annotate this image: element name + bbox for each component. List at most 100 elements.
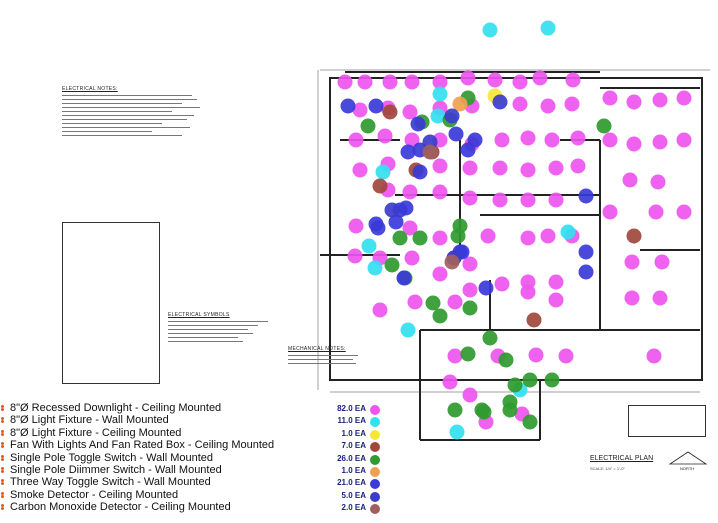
plan-marker[interactable] (348, 132, 364, 148)
plan-marker[interactable] (375, 164, 391, 180)
plan-marker[interactable] (412, 230, 428, 246)
plan-marker[interactable] (452, 96, 468, 112)
plan-marker[interactable] (626, 136, 642, 152)
plan-marker[interactable] (544, 132, 560, 148)
legend-row[interactable]: Single Pole Toggle Switch - Wall Mounted… (0, 452, 386, 466)
plan-marker[interactable] (602, 204, 618, 220)
plan-marker[interactable] (425, 295, 441, 311)
plan-marker[interactable] (570, 130, 586, 146)
plan-marker[interactable] (462, 300, 478, 316)
plan-marker[interactable] (564, 96, 580, 112)
plan-marker[interactable] (447, 294, 463, 310)
plan-marker[interactable] (447, 348, 463, 364)
plan-marker[interactable] (526, 312, 542, 328)
plan-marker[interactable] (404, 132, 420, 148)
plan-marker[interactable] (602, 132, 618, 148)
plan-marker[interactable] (540, 98, 556, 114)
plan-marker[interactable] (520, 230, 536, 246)
plan-marker[interactable] (348, 218, 364, 234)
plan-marker[interactable] (494, 276, 510, 292)
plan-marker[interactable] (624, 290, 640, 306)
plan-marker[interactable] (384, 202, 400, 218)
plan-marker[interactable] (432, 158, 448, 174)
plan-marker[interactable] (432, 308, 448, 324)
plan-marker[interactable] (444, 108, 460, 124)
plan-marker[interactable] (402, 184, 418, 200)
plan-marker[interactable] (522, 414, 538, 430)
plan-marker[interactable] (449, 424, 465, 440)
plan-marker[interactable] (368, 98, 384, 114)
plan-marker[interactable] (602, 90, 618, 106)
plan-marker[interactable] (444, 254, 460, 270)
plan-marker[interactable] (442, 374, 458, 390)
plan-marker[interactable] (507, 377, 523, 393)
plan-marker[interactable] (626, 94, 642, 110)
plan-marker[interactable] (347, 248, 363, 264)
plan-marker[interactable] (492, 192, 508, 208)
plan-marker[interactable] (370, 220, 386, 236)
plan-marker[interactable] (487, 72, 503, 88)
plan-marker[interactable] (520, 192, 536, 208)
plan-marker[interactable] (372, 178, 388, 194)
plan-marker[interactable] (522, 372, 538, 388)
plan-marker[interactable] (404, 74, 420, 90)
plan-marker[interactable] (460, 142, 476, 158)
plan-marker[interactable] (624, 254, 640, 270)
plan-marker[interactable] (482, 330, 498, 346)
plan-marker[interactable] (422, 144, 438, 160)
plan-marker[interactable] (652, 92, 668, 108)
plan-marker[interactable] (337, 74, 353, 90)
plan-marker[interactable] (361, 238, 377, 254)
plan-marker[interactable] (402, 220, 418, 236)
legend-row[interactable]: Single Pole Diimmer Switch - Wall Mounte… (0, 464, 386, 478)
plan-marker[interactable] (478, 280, 494, 296)
plan-marker[interactable] (460, 346, 476, 362)
plan-marker[interactable] (548, 292, 564, 308)
plan-marker[interactable] (540, 228, 556, 244)
plan-marker[interactable] (448, 126, 464, 142)
plan-marker[interactable] (548, 192, 564, 208)
plan-marker[interactable] (565, 72, 581, 88)
plan-marker[interactable] (396, 270, 412, 286)
legend-row[interactable]: Carbon Monoxide Detector - Ceiling Mount… (0, 501, 386, 515)
plan-marker[interactable] (352, 102, 368, 118)
plan-marker[interactable] (512, 96, 528, 112)
plan-marker[interactable] (578, 188, 594, 204)
plan-marker[interactable] (382, 74, 398, 90)
plan-marker[interactable] (502, 394, 518, 410)
plan-marker[interactable] (462, 282, 478, 298)
plan-marker[interactable] (570, 158, 586, 174)
plan-marker[interactable] (430, 108, 446, 124)
plan-marker[interactable] (494, 132, 510, 148)
plan-marker[interactable] (447, 402, 463, 418)
plan-marker[interactable] (357, 74, 373, 90)
plan-marker[interactable] (377, 128, 393, 144)
plan-marker[interactable] (432, 184, 448, 200)
plan-marker[interactable] (476, 404, 492, 420)
plan-marker[interactable] (646, 348, 662, 364)
plan-marker[interactable] (532, 70, 548, 86)
plan-marker[interactable] (676, 90, 692, 106)
plan-marker[interactable] (400, 144, 416, 160)
plan-marker[interactable] (498, 352, 514, 368)
plan-marker[interactable] (482, 22, 498, 38)
plan-marker[interactable] (480, 228, 496, 244)
plan-marker[interactable] (462, 256, 478, 272)
plan-marker[interactable] (520, 284, 536, 300)
plan-marker[interactable] (548, 274, 564, 290)
plan-marker[interactable] (388, 214, 404, 230)
plan-marker[interactable] (404, 250, 420, 266)
plan-marker[interactable] (520, 130, 536, 146)
plan-marker[interactable] (548, 160, 564, 176)
plan-marker[interactable] (462, 190, 478, 206)
plan-marker[interactable] (540, 20, 556, 36)
legend-row[interactable]: 8"Ø Recessed Downlight - Ceiling Mounted… (0, 402, 386, 416)
plan-marker[interactable] (382, 104, 398, 120)
plan-marker[interactable] (676, 204, 692, 220)
plan-marker[interactable] (650, 174, 666, 190)
plan-marker[interactable] (360, 118, 376, 134)
